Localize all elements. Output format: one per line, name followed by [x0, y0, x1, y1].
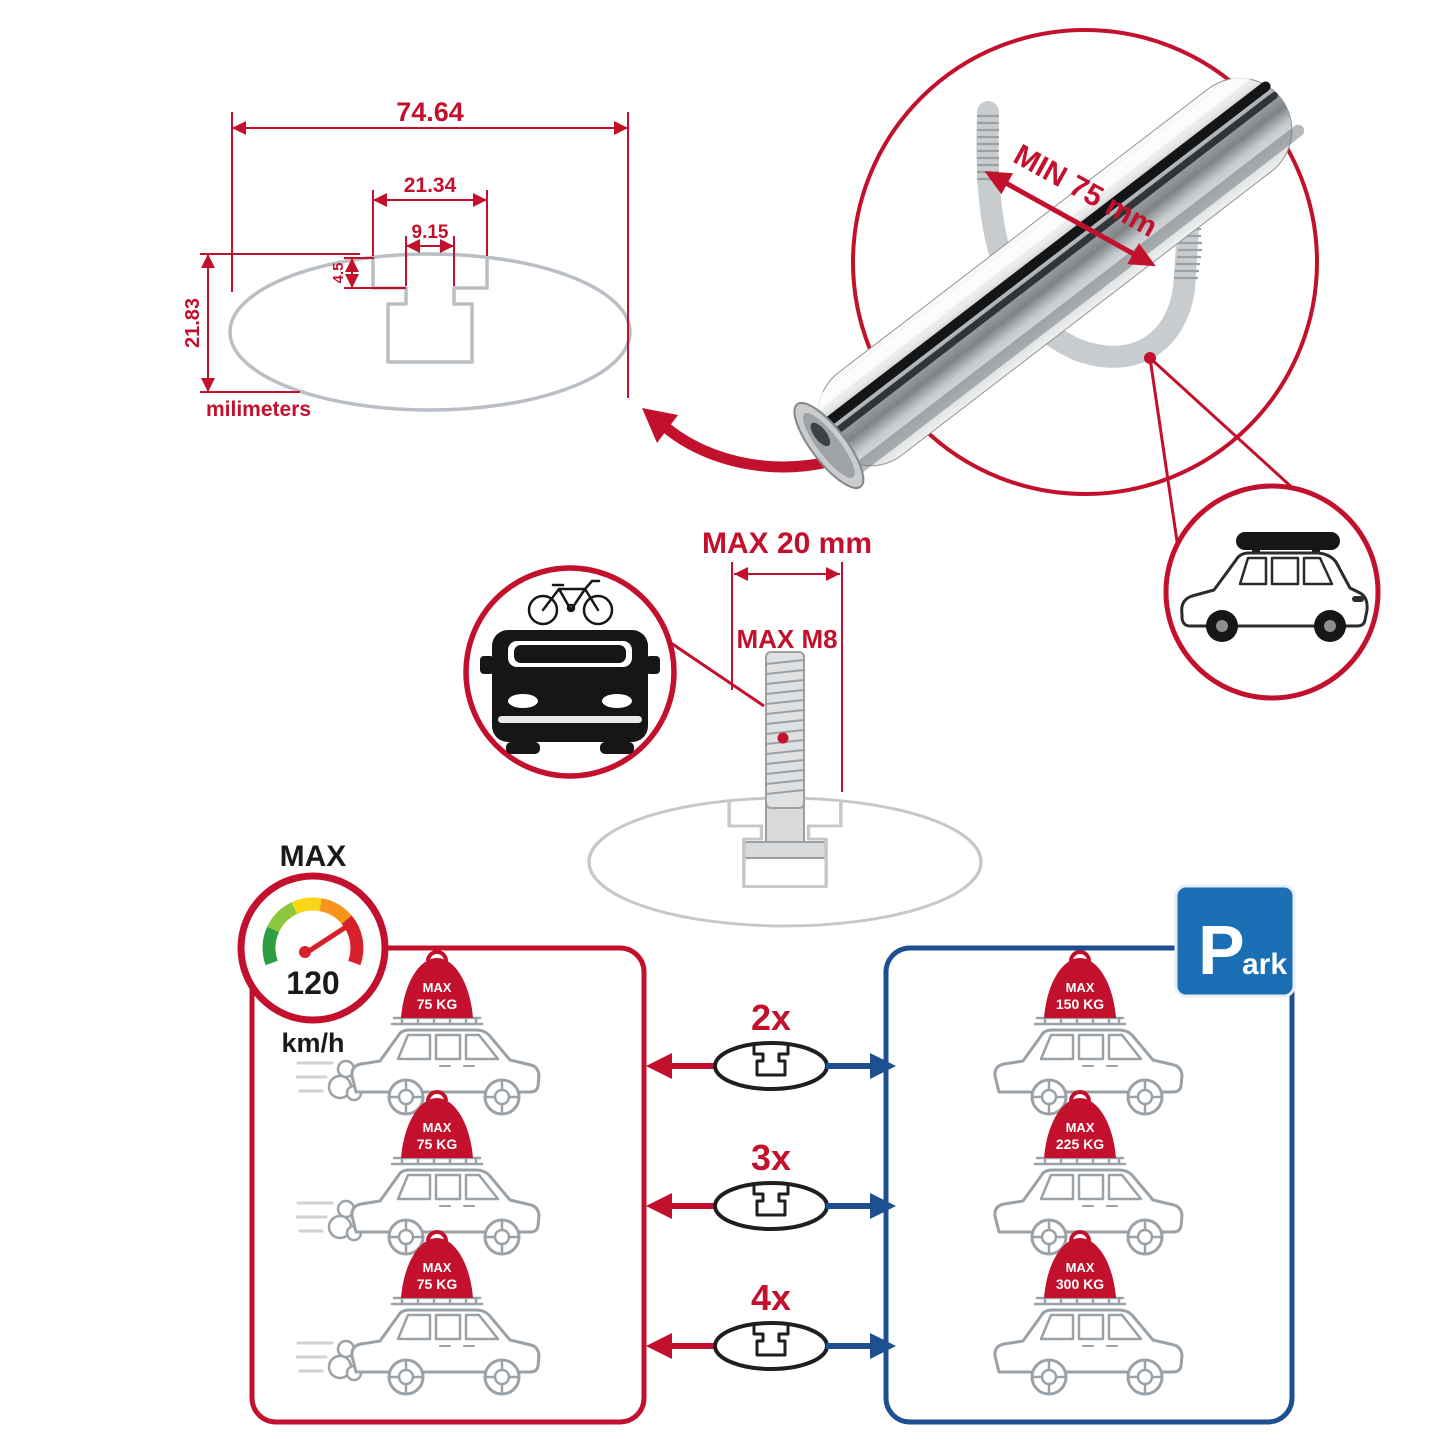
callout-dot — [1144, 352, 1156, 364]
headlight — [602, 694, 632, 708]
speedometer-needle — [303, 922, 352, 956]
suv-roofbox-inset — [1163, 483, 1381, 701]
load-max-label: MAX — [1066, 980, 1095, 995]
load-max-label: MAX — [423, 1260, 452, 1275]
load-weight-label: 75 KG — [417, 996, 458, 1012]
extension-line — [344, 257, 406, 289]
dim-slot-outer-label: 21.34 — [404, 174, 457, 197]
crossbar-profile-outline — [228, 252, 632, 412]
load-weight-label: 225 KG — [1056, 1136, 1104, 1152]
quantity-row-2x: 2x — [646, 997, 896, 1091]
callout-line — [1148, 357, 1180, 549]
crossbar-icon — [713, 1041, 829, 1091]
callout-line — [1148, 356, 1310, 504]
callout-line — [667, 639, 765, 708]
dim-slot-inner-label: 9.15 — [412, 222, 449, 243]
crossbar-icon — [713, 1181, 829, 1231]
dim-step-label: 4.5 — [330, 263, 347, 284]
park-sign-p: P — [1198, 911, 1245, 989]
load-badge: MAX 75 KG — [401, 1230, 473, 1298]
speedometer: MAX 120 km/h — [237, 840, 389, 1058]
load-weight-label: 75 KG — [417, 1136, 458, 1152]
speed-value: 120 — [286, 965, 339, 1001]
speedometer-title: MAX — [280, 840, 347, 873]
dim-total-width-label: 74.64 — [396, 97, 464, 127]
extension-line — [200, 253, 360, 393]
park-panel: MAX 150 KG MAX 225 KG MAX 300 KG P ark — [883, 884, 1296, 1425]
arrow-head-left — [646, 1193, 672, 1219]
load-max-label: MAX — [1066, 1260, 1095, 1275]
park-sign: P ark — [1174, 884, 1296, 998]
quantity-row-4x: 4x — [646, 1277, 896, 1371]
roof-box — [1236, 532, 1340, 550]
load-badge: MAX 225 KG — [1044, 1090, 1116, 1158]
bolt-diagram: MAX 20 mm MAX M8 — [587, 527, 983, 928]
load-badge: MAX 75 KG — [401, 950, 473, 1018]
load-max-label: MAX — [423, 1120, 452, 1135]
bicycle-illustration — [527, 579, 614, 626]
mounting-hook — [976, 101, 1200, 368]
load-badge: MAX 75 KG — [401, 1090, 473, 1158]
cross-section-diagram: 74.64 21.34 9.15 4.5 21.83 milimeters — [182, 97, 632, 421]
max-thread-label: MAX M8 — [736, 624, 837, 654]
park-sign-ark: ark — [1242, 948, 1287, 981]
load-badge: MAX 300 KG — [1044, 1230, 1116, 1298]
load-max-label: MAX — [1066, 1120, 1095, 1135]
load-weight-label: 75 KG — [417, 1276, 458, 1292]
arrow-head-left — [646, 1053, 672, 1079]
quantity-label: 3x — [751, 1137, 791, 1178]
drive-panel: MAX 75 KG MAX 75 KG MAX 75 KG — [249, 945, 647, 1425]
units-label: milimeters — [206, 398, 311, 421]
max-length-label: MAX 20 mm — [702, 527, 872, 560]
speed-units: km/h — [281, 1028, 344, 1058]
quantity-row-3x: 3x — [646, 1137, 896, 1231]
extension-line — [731, 562, 843, 792]
threaded-stud — [765, 651, 805, 809]
suv-roofbox-illustration — [1180, 532, 1369, 642]
arrow-head-right — [870, 1053, 896, 1079]
t-bolt-head — [743, 841, 827, 859]
crossbar-photo-inset: MIN 75 mm — [793, 28, 1319, 549]
callout-dot — [777, 732, 789, 744]
aluminum-crossbar — [793, 68, 1305, 490]
headlight — [508, 694, 538, 708]
load-weight-label: 300 KG — [1056, 1276, 1104, 1292]
speedometer-arc — [262, 897, 364, 966]
quantity-label: 2x — [751, 997, 791, 1038]
load-weight-label: 150 KG — [1056, 996, 1104, 1012]
arrow-head-right — [870, 1193, 896, 1219]
load-badge: MAX 150 KG — [1044, 950, 1116, 1018]
bike-car-inset — [463, 565, 765, 779]
load-max-label: MAX — [423, 980, 452, 995]
car-front-illustration — [480, 630, 660, 754]
arrow-head-left — [646, 1333, 672, 1359]
arrow-head-right — [870, 1333, 896, 1359]
suv-circle-border — [1163, 483, 1381, 701]
quantity-label: 4x — [751, 1277, 791, 1318]
crossbar-icon — [713, 1321, 829, 1371]
dim-total-height-label: 21.83 — [182, 298, 204, 348]
